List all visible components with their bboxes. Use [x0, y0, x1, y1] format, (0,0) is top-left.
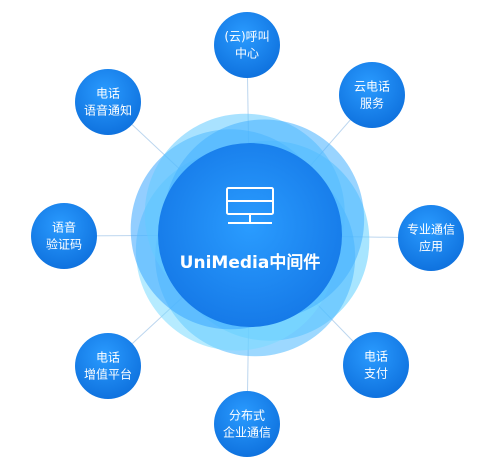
node-label: 增值平台	[84, 367, 132, 382]
hub-core	[158, 143, 342, 327]
node-label: 中心	[235, 46, 259, 61]
node-label: 分布式	[229, 409, 265, 423]
node-label: 应用	[419, 239, 443, 254]
node-label: 电话	[364, 350, 388, 364]
node-label: 验证码	[46, 237, 82, 252]
hub-title: UniMedia中间件	[180, 252, 321, 273]
node-circle	[343, 332, 409, 398]
server-rack-icon	[226, 187, 274, 224]
node-label: 专业通信	[407, 222, 455, 237]
node-label: 语音	[52, 220, 76, 235]
node-circle	[339, 62, 405, 128]
node-label: 语音通知	[84, 103, 132, 118]
node-label: 云电话	[354, 80, 390, 94]
node-label: 电话	[96, 351, 120, 365]
node-circle	[75, 69, 141, 135]
node-circle	[214, 12, 280, 78]
service-nodes: (云)呼叫中心云电话服务专业通信应用电话支付分布式企业通信电话增值平台语音验证码…	[31, 12, 464, 457]
node-label: 企业通信	[223, 425, 271, 440]
node-circle	[398, 205, 464, 271]
node-circle	[31, 203, 97, 269]
node-label: 电话	[96, 87, 120, 101]
node-label: 支付	[364, 367, 388, 381]
node-circle	[75, 333, 141, 399]
node-label: 服务	[360, 96, 384, 111]
node-label: (云)呼叫	[224, 30, 269, 44]
central-hub: UniMedia中间件	[130, 113, 370, 357]
node-circle	[214, 391, 280, 457]
